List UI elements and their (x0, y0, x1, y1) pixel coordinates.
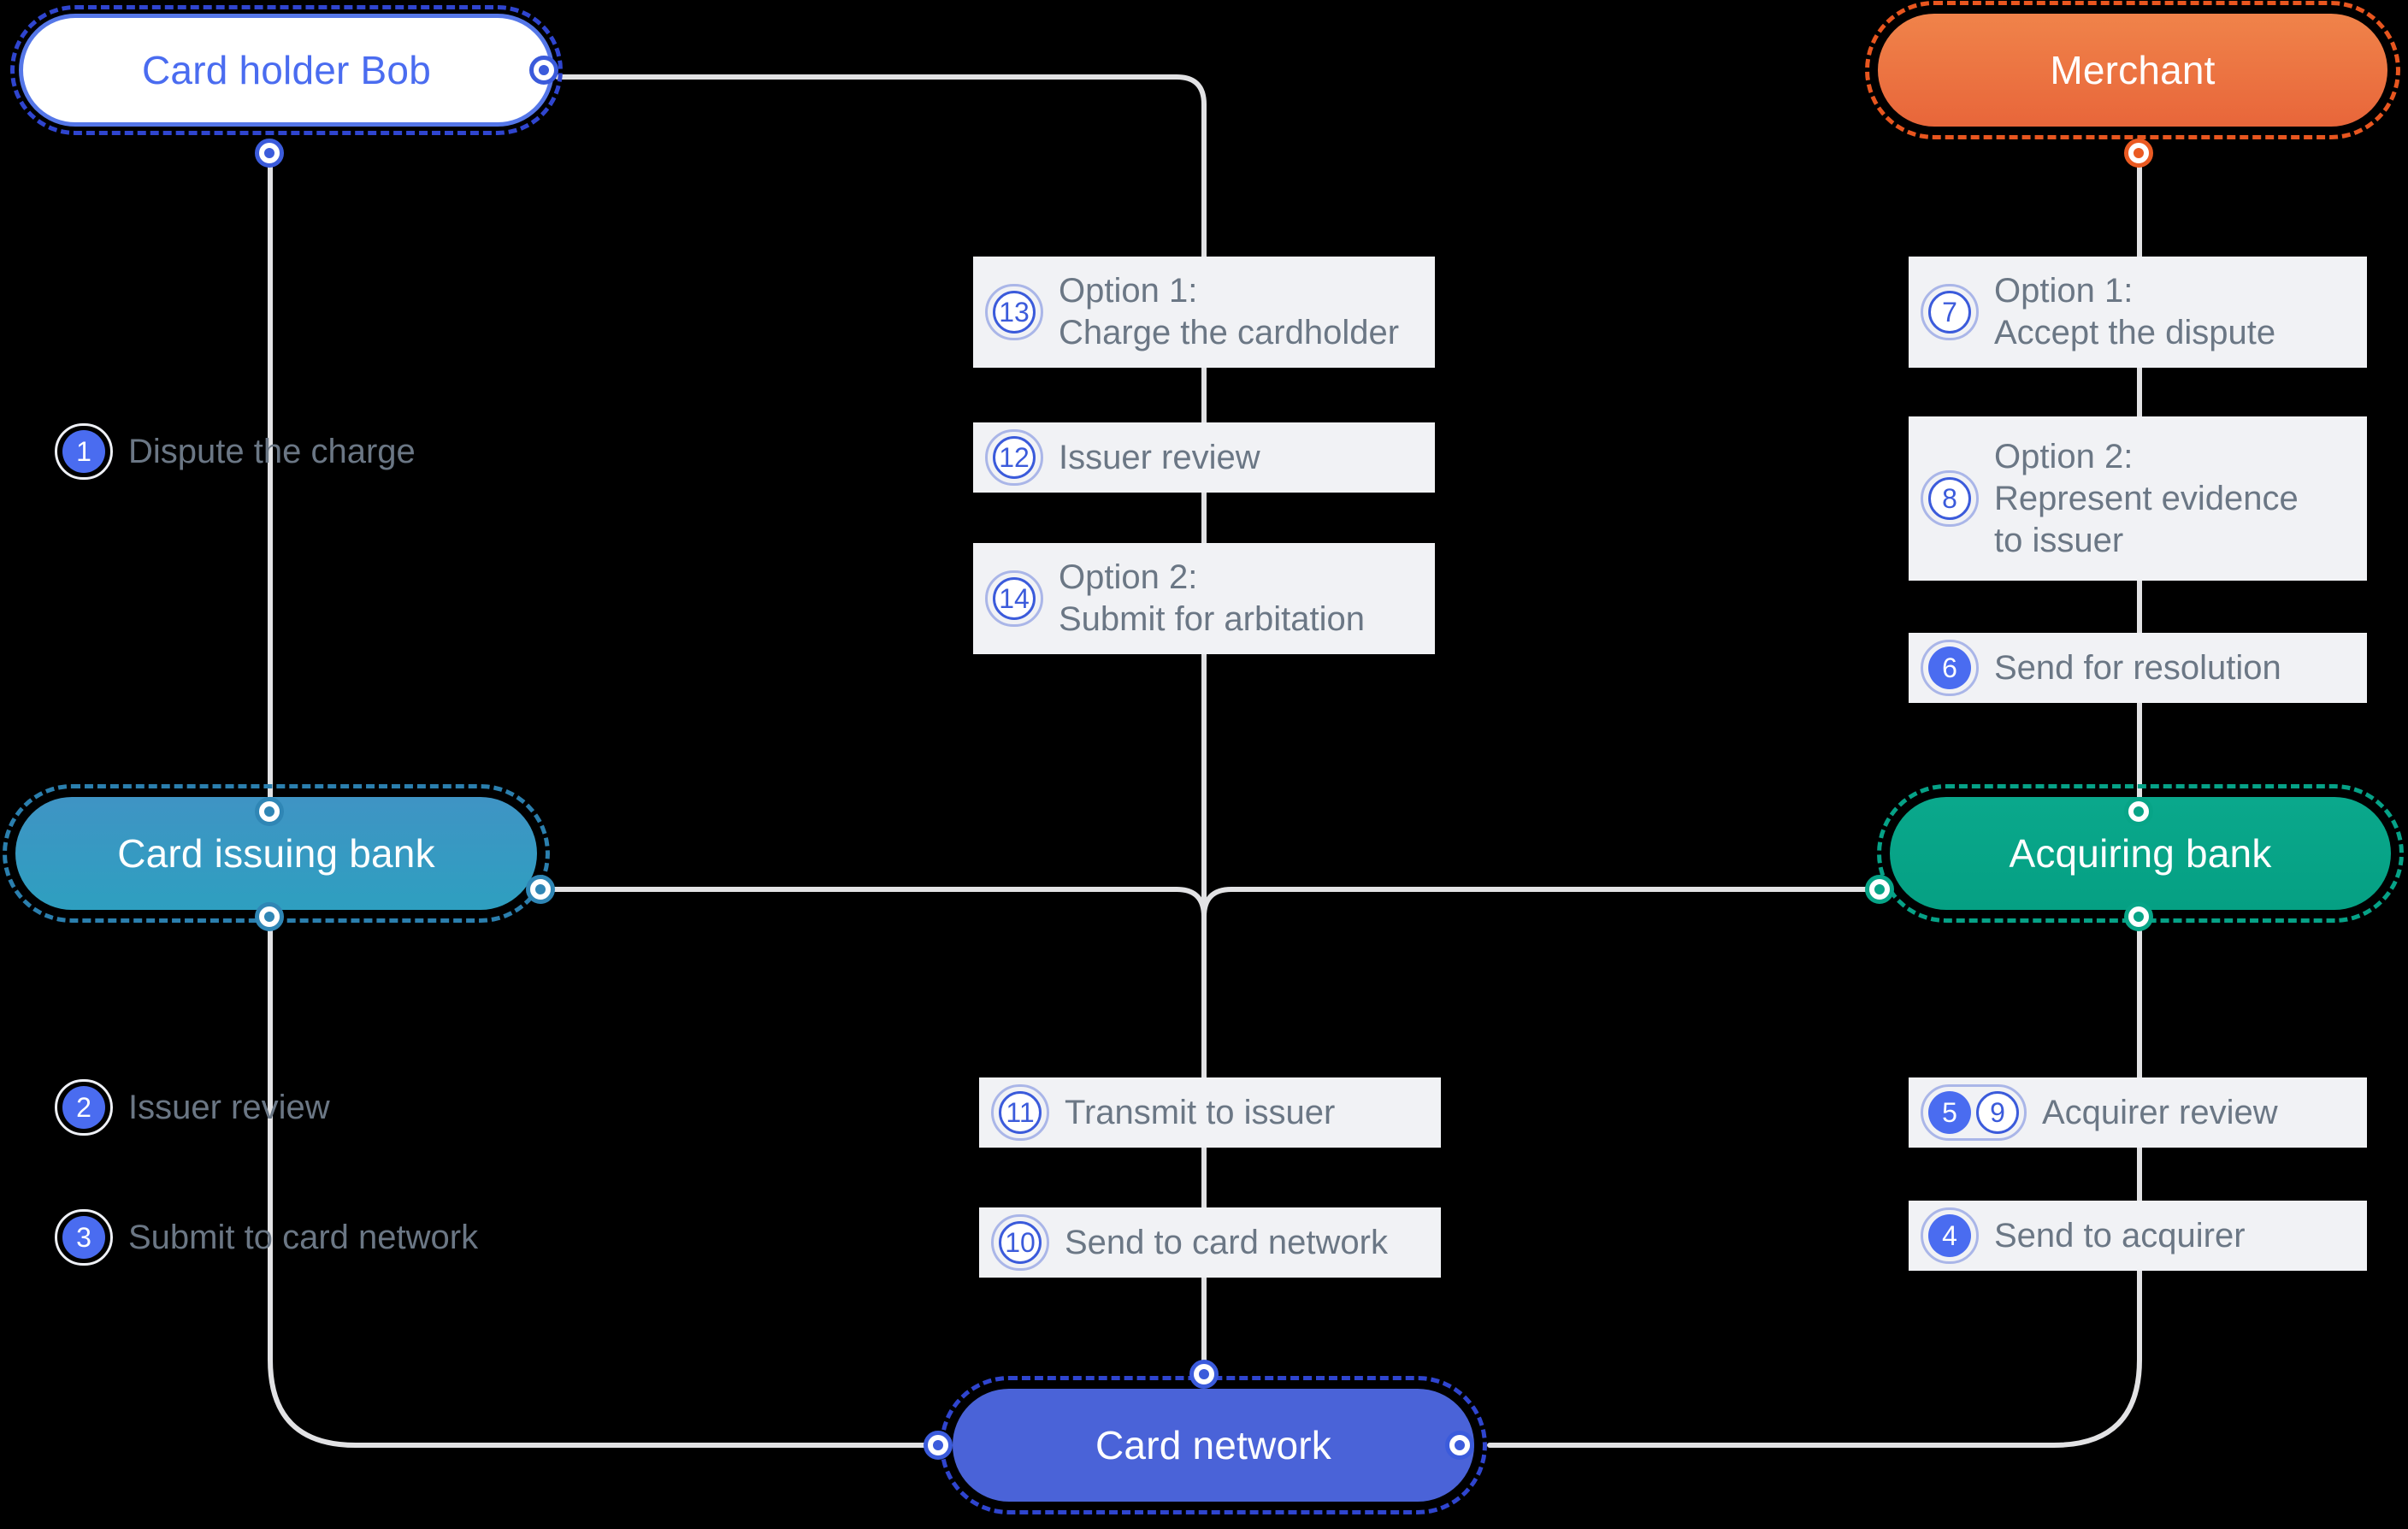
step-3-badge-ring: 3 (55, 1209, 113, 1266)
step-5-9-text: Acquirer review (2042, 1093, 2278, 1131)
step-10-badges: 10 (991, 1214, 1049, 1271)
step-12-text: Issuer review (1059, 438, 1260, 476)
edge-issuing-to-acquiring (538, 887, 1875, 919)
step-3-text: Submit to card network (128, 1218, 479, 1256)
step-11-text: Transmit to issuer (1065, 1093, 1336, 1131)
step-13-badges: 13 (985, 284, 1043, 340)
step-5-badge-number: 5 (1928, 1091, 1971, 1134)
step-4-badges: 4 (1921, 1207, 1979, 1264)
step-label-2[interactable]: 2 Issuer review (43, 1071, 342, 1144)
node-merchant[interactable]: Merchant (1865, 1, 2400, 139)
step-8-badge-ring: 8 (1921, 470, 1979, 527)
step-3-badge-number: 3 (62, 1216, 105, 1259)
step-7-badge-ring: 7 (1921, 284, 1979, 340)
step-13-badge-ring: 13 (985, 284, 1043, 340)
node-card-issuing-bank-label: Card issuing bank (117, 831, 435, 876)
step-14-badges: 14 (985, 570, 1043, 627)
node-card-network[interactable]: Card network (940, 1376, 1487, 1514)
handle-cardholder-bottom[interactable] (255, 139, 284, 168)
step-2-badge-ring: 2 (55, 1079, 113, 1136)
step-11-badge-ring: 11 (991, 1084, 1049, 1141)
handle-network-top[interactable] (1189, 1360, 1219, 1389)
step-6-badges: 6 (1921, 640, 1979, 696)
step-4-badge-number: 4 (1928, 1214, 1971, 1257)
step-6-text: Send for resolution (1994, 648, 2281, 687)
step-label-14[interactable]: 14 Option 2: Submit for arbitation (973, 543, 1435, 654)
step-6-badge-number: 6 (1928, 646, 1971, 689)
step-9-badge-number: 9 (1976, 1091, 2019, 1134)
step-13-badge-number: 13 (993, 291, 1036, 334)
step-label-11[interactable]: 11 Transmit to issuer (979, 1077, 1441, 1148)
step-label-5-9[interactable]: 5 9 Acquirer review (1909, 1077, 2367, 1148)
step-14-badge-ring: 14 (985, 570, 1043, 627)
handle-network-right[interactable] (1445, 1431, 1474, 1460)
handle-merchant-bottom[interactable] (2124, 139, 2153, 168)
step-label-4[interactable]: 4 Send to acquirer (1909, 1201, 2367, 1271)
node-card-holder-bob[interactable]: Card holder Bob (10, 5, 563, 135)
step-14-badge-number: 14 (993, 577, 1036, 620)
step-2-text: Issuer review (128, 1088, 330, 1126)
handle-issuing-top[interactable] (255, 797, 284, 826)
step-2-badge-number: 2 (62, 1086, 105, 1129)
step-6-badge-ring: 6 (1921, 640, 1979, 696)
step-8-badge-number: 8 (1928, 477, 1971, 520)
step-12-badge-ring: 12 (985, 429, 1043, 486)
step-12-badges: 12 (985, 429, 1043, 486)
step-5-9-badges: 5 9 (1921, 1084, 2027, 1141)
handle-network-left[interactable] (924, 1431, 953, 1460)
step-1-badges: 1 (55, 423, 113, 480)
step-7-text: Option 1: Accept the dispute (1994, 272, 2276, 351)
step-label-13[interactable]: 13 Option 1: Charge the cardholder (973, 257, 1435, 368)
edge-acquiring-to-network (1487, 914, 2142, 1448)
step-label-10[interactable]: 10 Send to card network (979, 1207, 1441, 1278)
step-label-6[interactable]: 6 Send for resolution (1909, 633, 2367, 703)
handle-cardholder-right[interactable] (529, 56, 558, 85)
step-13-text: Option 1: Charge the cardholder (1059, 272, 1400, 351)
step-4-text: Send to acquirer (1994, 1216, 2246, 1254)
step-11-badges: 11 (991, 1084, 1049, 1141)
handle-acquiring-bottom[interactable] (2124, 902, 2153, 931)
step-10-badge-number: 10 (999, 1221, 1042, 1264)
step-8-text: Option 2: Represent evidence to issuer (1994, 437, 2299, 559)
step-3-badges: 3 (55, 1209, 113, 1266)
step-label-3[interactable]: 3 Submit to card network (43, 1201, 490, 1274)
step-7-badge-number: 7 (1928, 291, 1971, 334)
step-10-badge-ring: 10 (991, 1214, 1049, 1271)
step-2-badges: 2 (55, 1079, 113, 1136)
step-label-7[interactable]: 7 Option 1: Accept the dispute (1909, 257, 2367, 368)
step-8-badges: 8 (1921, 470, 1979, 527)
step-1-text: Dispute the charge (128, 432, 416, 470)
handle-issuing-bottom[interactable] (255, 902, 284, 931)
handle-issuing-right[interactable] (526, 875, 555, 904)
step-12-badge-number: 12 (993, 436, 1036, 479)
node-acquiring-bank-label: Acquiring bank (2009, 831, 2272, 876)
step-5-9-badge-ring: 5 9 (1921, 1084, 2027, 1141)
edge-issuing-to-network (268, 914, 940, 1448)
node-merchant-label: Merchant (2050, 48, 2216, 92)
step-1-badge-ring: 1 (55, 423, 113, 480)
node-card-holder-bob-label: Card holder Bob (142, 48, 431, 92)
node-card-network-label: Card network (1095, 1423, 1331, 1467)
step-1-badge-number: 1 (62, 430, 105, 473)
step-11-badge-number: 11 (999, 1091, 1042, 1134)
step-7-badges: 7 (1921, 284, 1979, 340)
step-label-8[interactable]: 8 Option 2: Represent evidence to issuer (1909, 416, 2367, 581)
step-label-1[interactable]: 1 Dispute the charge (43, 415, 428, 488)
handle-acquiring-top[interactable] (2124, 797, 2153, 826)
step-4-badge-ring: 4 (1921, 1207, 1979, 1264)
step-10-text: Send to card network (1065, 1223, 1388, 1261)
step-14-text: Option 2: Submit for arbitation (1059, 558, 1365, 638)
step-label-12[interactable]: 12 Issuer review (973, 422, 1435, 493)
handle-acquiring-left[interactable] (1865, 875, 1894, 904)
